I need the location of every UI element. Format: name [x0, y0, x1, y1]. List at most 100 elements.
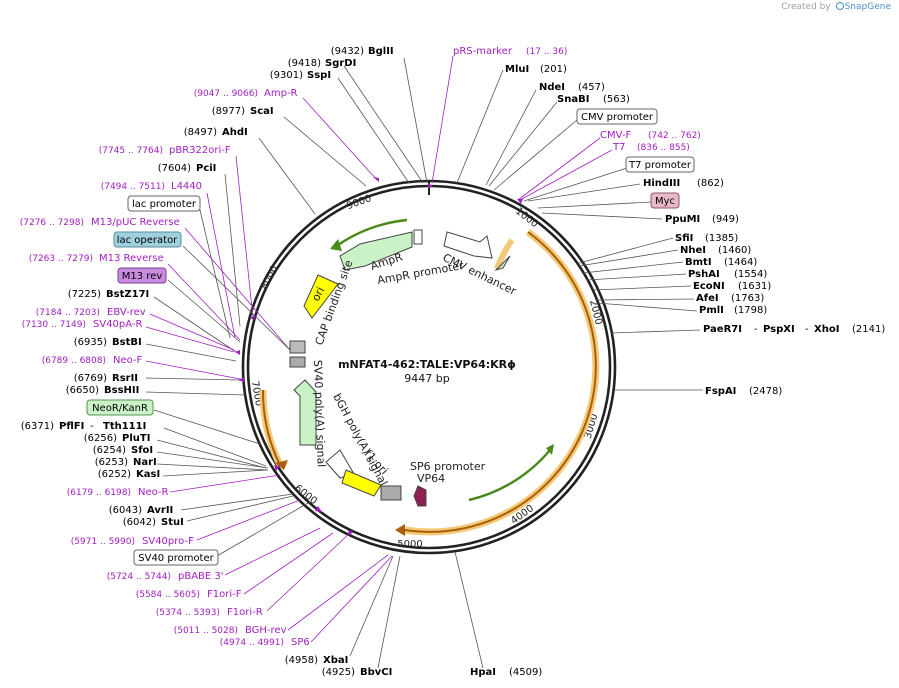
leader-line: [235, 155, 254, 319]
enzyme-pos: (1460): [718, 245, 751, 256]
enzyme-pos: (2478): [749, 386, 782, 397]
primer-name-amp-r: Amp-R: [264, 88, 298, 99]
primer-mark: [238, 377, 244, 382]
leader-line: [224, 173, 241, 327]
enzyme-pos: (1763): [731, 293, 764, 304]
feature-cmv-enhancer: CMV enhancer: [441, 251, 519, 298]
primer-pos: (5374 .. 5393): [156, 608, 220, 618]
primer-name-l4440: L4440: [171, 181, 202, 192]
leader-line: [216, 502, 309, 557]
enzyme-name-bstbi: BstBI: [112, 337, 142, 348]
enzyme-name-afei: AfeI: [696, 293, 719, 304]
primer-pos: (5971 .. 5990): [71, 537, 135, 547]
enzyme-name-bstz17i: BstZ17I: [106, 289, 149, 300]
leader-line: [527, 183, 641, 202]
leader-line: [153, 409, 261, 445]
primer-pos: (5584 .. 5605): [136, 590, 200, 600]
leader-line: [258, 137, 316, 215]
enzyme-pos: (6371): [21, 421, 54, 432]
feature-cmv-promoter: CMV promoter: [581, 112, 654, 123]
primer-pos: (6789 .. 6808): [42, 356, 106, 366]
primer-name-sp6: SP6: [291, 637, 310, 648]
leader-line: [403, 57, 428, 184]
primer-mark: [315, 506, 322, 512]
enzyme-name-bbvci: BbvCI: [360, 667, 392, 678]
enzyme-name-pcii: PciI: [196, 163, 216, 174]
leader-line: [196, 499, 301, 541]
sv40-promoter-shape: [380, 485, 402, 501]
leader-line: [541, 212, 663, 220]
leader-line: [343, 65, 424, 184]
ampr-promoter-shape: [413, 229, 423, 245]
leader-line: [578, 237, 674, 264]
leader-line: [153, 296, 237, 353]
leader-line: [456, 69, 504, 184]
leader-line: [145, 343, 237, 362]
leader-line: [488, 101, 558, 187]
enzyme-name-nhei: NheI: [680, 245, 706, 256]
enzyme-pos: (6769): [74, 373, 107, 384]
primer-name-t7: T7: [612, 142, 625, 153]
leader-line: [206, 192, 236, 339]
primer-pos: (742 .. 762): [648, 131, 701, 141]
leader-line: [586, 273, 687, 281]
leader-line: [145, 391, 246, 396]
enzyme-pos: (2141): [852, 324, 885, 335]
leader-line: [167, 279, 241, 343]
lac-op-shape: [289, 356, 306, 368]
primer-mark: [348, 530, 354, 535]
enzyme-pos: (6935): [74, 337, 107, 348]
leader-line: [266, 531, 352, 612]
primer-pos: (17 .. 36): [526, 47, 567, 57]
leader-line: [592, 285, 692, 291]
enzyme-name-ppumi: PpuMI: [665, 214, 700, 225]
primer-mark: [274, 465, 280, 471]
feature-box: [650, 192, 680, 209]
leader-line: [377, 555, 401, 669]
primer-pos: (836 .. 855): [637, 143, 690, 153]
primer-pos: (7130 .. 7149): [22, 320, 86, 330]
enzyme-name-tth111i: Tth111I: [103, 421, 146, 432]
leader-line: [186, 495, 294, 522]
feature-myc: Myc: [655, 196, 675, 207]
leader-line: [156, 463, 269, 471]
cmv-enhancer-shape: [443, 231, 493, 259]
tick-label: 8000: [259, 264, 281, 292]
ampr-orf-arrow: [330, 239, 342, 251]
feature-sp6-promoter: SP6 promoter: [410, 460, 486, 473]
vp64-orf-arrow: [546, 444, 554, 455]
primer-name-f1ori-r: F1ori-R: [227, 607, 263, 618]
feature-box: [576, 108, 658, 125]
feature-vp64: VP64: [417, 472, 445, 485]
primer-name-neo-f: Neo-F: [113, 355, 143, 366]
enzyme-pos: (6252): [98, 469, 131, 480]
feature-m13-rev: M13 rev: [122, 271, 163, 282]
feature-ori: ori: [309, 285, 327, 304]
leader-line: [431, 55, 454, 184]
primer-name-pbr322ori-f: pBR322ori-F: [169, 145, 231, 156]
feature-box: [113, 231, 182, 248]
leader-line: [287, 554, 389, 631]
primer-name-sv40pa-r: SV40pA-R: [93, 319, 142, 330]
primer-pos: (7745 .. 7764): [99, 146, 163, 156]
enzyme-pos: (1385): [705, 233, 738, 244]
enzyme-pos: (6650): [66, 385, 99, 396]
snapgene-credit: Created by SnapGene: [781, 2, 891, 12]
primer-pos: (7184 .. 7203): [36, 308, 100, 318]
leader-line: [578, 249, 679, 267]
enzyme-name-fspai: FspAI: [705, 386, 736, 397]
leader-line: [582, 261, 684, 274]
enzyme-name-bglii: BglII: [368, 46, 394, 57]
primer-name-cmv-f: CMV-F: [600, 130, 631, 141]
primer-pos: (6179 .. 6198): [67, 488, 131, 498]
leader-lines: [145, 55, 703, 669]
enzyme-pos: (1554): [734, 269, 767, 280]
feature-box: [133, 549, 219, 566]
feature-sv40-promoter: SV40 promoter: [138, 553, 214, 564]
inner-features: [289, 229, 511, 507]
enzyme-pos: (8977): [212, 106, 245, 117]
enzyme-name-paer7i: PaeR7I: [703, 324, 742, 335]
enzyme-pos: (8497): [184, 127, 217, 138]
feature-lac-operator: lac operator: [117, 235, 178, 246]
tick-label: 6000: [292, 483, 319, 507]
